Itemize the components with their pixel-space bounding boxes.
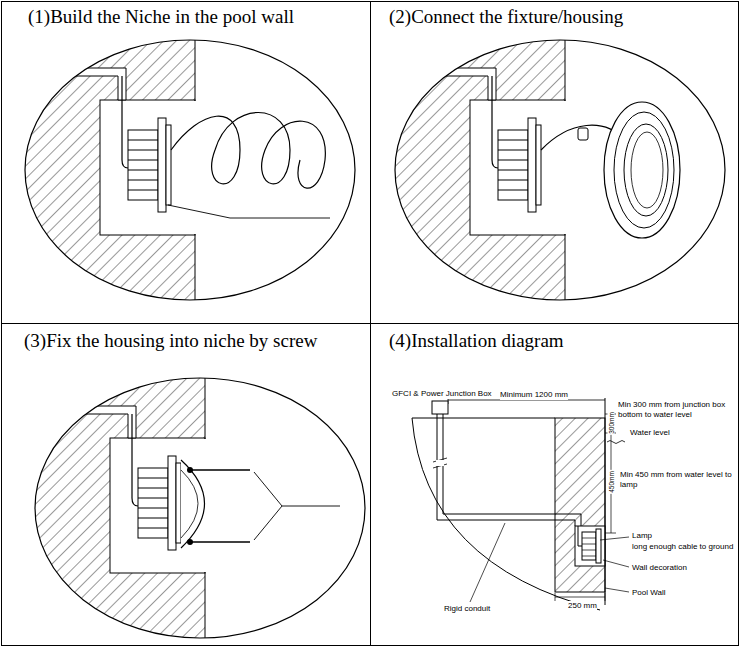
dimension-label: Minimum 1200 mm [500, 390, 568, 400]
step-panel: (3)Fix the housing into niche by screw [1, 323, 371, 646]
dimension-label: 450mm [608, 470, 615, 494]
installation-drawing [412, 396, 629, 610]
step-heading: (3)Fix the housing into niche by screw [24, 330, 324, 352]
step-panel: (1)Build the Niche in the pool wall [1, 1, 371, 324]
niche-view-3 [10, 338, 365, 647]
step-panel: (2)Connect the fixture/housing [370, 1, 739, 324]
part-label: Pool Wall [632, 588, 666, 598]
part-label: Rigid conduit [444, 604, 490, 614]
dimension-label: 250 mm [568, 601, 597, 611]
note-label: long enough cable to ground [632, 542, 733, 552]
step-heading: (2)Connect the fixture/housing [389, 6, 719, 28]
part-label: Wall decoration [632, 563, 687, 573]
note-label: Min 450 mm from water level to lamp [620, 470, 734, 489]
part-label: Water level [630, 428, 670, 438]
note-label: Min 300 mm from junction box bottom to w… [618, 400, 734, 419]
niche-view-2 [370, 0, 725, 320]
step-heading: (1)Build the Niche in the pool wall [28, 6, 358, 28]
part-label: GFCI & Power Junction Box [392, 389, 492, 399]
part-label: Lamp [632, 531, 652, 541]
dimension-label: 300mm [608, 411, 615, 435]
niche-view-1 [0, 0, 355, 320]
step-heading: (4)Installation diagram [389, 330, 719, 352]
